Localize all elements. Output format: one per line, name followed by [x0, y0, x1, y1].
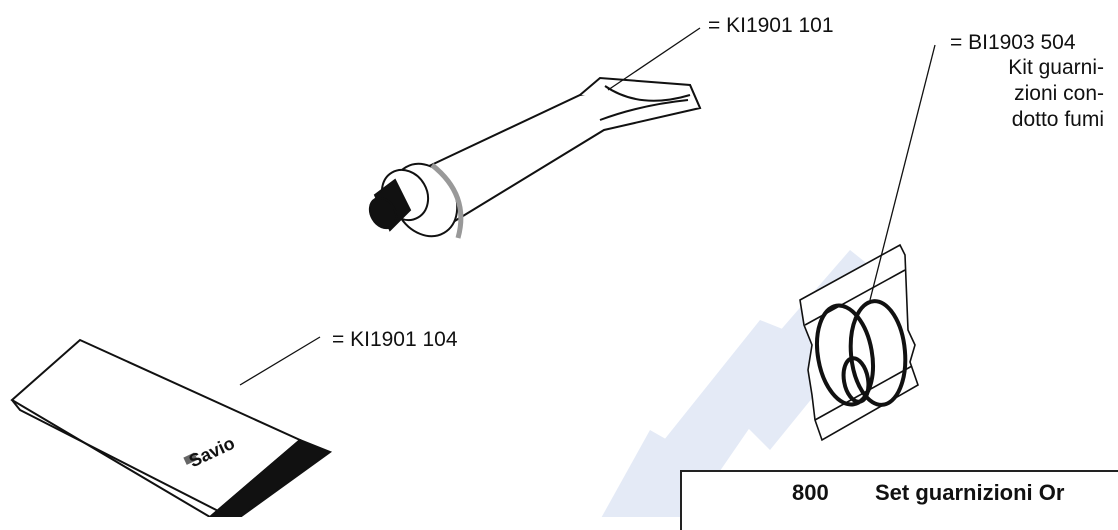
- manual-part-code: = KI1901 104: [332, 328, 458, 351]
- kit-description-line-2: zioni con-: [1014, 82, 1104, 105]
- grease-tube-illustration: [368, 76, 702, 239]
- gasket-kit-bag-illustration: [799, 243, 919, 442]
- tube-part-code: = KI1901 101: [708, 14, 834, 37]
- manual-leader-line: [239, 336, 321, 386]
- manual-booklet-illustration: [10, 338, 333, 517]
- tube-leader-line: [607, 27, 701, 91]
- section-title: Set guarnizioni Or: [875, 480, 1065, 505]
- kit-description: Kit guarni- zioni con- dotto fumi: [1008, 55, 1104, 133]
- kit-part-code: = BI1903 504: [950, 31, 1076, 54]
- section-number: 800: [792, 480, 829, 505]
- kit-description-line-1: Kit guarni-: [1008, 56, 1104, 79]
- technical-drawing: [10, 27, 936, 517]
- kit-leader-line: [869, 44, 936, 301]
- kit-description-line-3: dotto fumi: [1011, 108, 1104, 131]
